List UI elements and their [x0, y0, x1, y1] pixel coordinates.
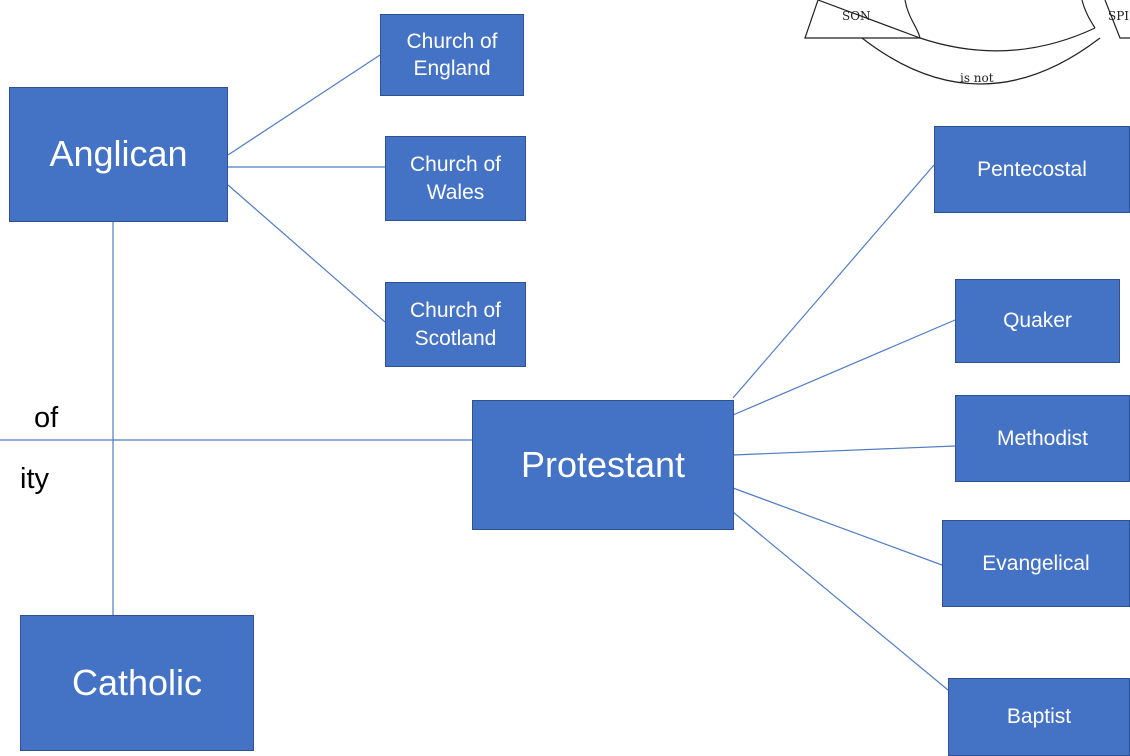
left-fragment-line2: ity [20, 463, 49, 495]
connector-anglican-scotland [227, 184, 386, 323]
connector-protestant-methodist [732, 445, 956, 456]
catholic-label: Catholic [71, 661, 203, 703]
church-of-wales-box[interactable]: Church of Wales [385, 136, 526, 221]
church-of-scotland-line1: Church of [409, 299, 502, 323]
anglican-label: Anglican [49, 133, 188, 175]
evangelical-label: Evangelical [982, 551, 1090, 575]
connector-protestant-evangelical [732, 487, 943, 566]
baptist-label: Baptist [1006, 705, 1072, 729]
church-of-england-line2: England [413, 57, 491, 80]
trinity-son-label: SON [842, 9, 871, 23]
methodist-label: Methodist [996, 426, 1089, 450]
baptist-box[interactable]: Baptist [948, 678, 1130, 756]
evangelical-box[interactable]: Evangelical [942, 520, 1130, 607]
trinity-spirit-label: SPI [1108, 9, 1129, 23]
church-of-england-box[interactable]: Church of England [380, 14, 524, 96]
church-of-wales-line1: Church of [409, 153, 502, 177]
quaker-box[interactable]: Quaker [955, 279, 1120, 363]
protestant-label: Protestant [520, 443, 686, 485]
protestant-box[interactable]: Protestant [472, 400, 734, 530]
church-of-scotland-line2: Scotland [414, 326, 497, 350]
anglican-box[interactable]: Anglican [9, 87, 228, 222]
church-of-wales-line2: Wales [426, 180, 485, 204]
pentecostal-label: Pentecostal [977, 157, 1087, 181]
trinity-is-not-label: is not [960, 71, 994, 85]
pentecostal-box[interactable]: Pentecostal [934, 126, 1130, 213]
connector-protestant-pentecostal [732, 164, 935, 399]
methodist-box[interactable]: Methodist [955, 395, 1130, 482]
trinity-shield-diagram: SON SPI is not [804, 0, 1130, 85]
church-of-england-line1: Church of [406, 29, 498, 53]
connector-protestant-quaker [732, 319, 956, 416]
connector-anglican-england [227, 54, 381, 156]
catholic-box[interactable]: Catholic [20, 615, 254, 751]
church-of-scotland-box[interactable]: Church of Scotland [385, 282, 526, 367]
quaker-label: Quaker [1003, 309, 1072, 333]
left-fragment-line1: of [34, 402, 59, 434]
connector-protestant-baptist [732, 511, 949, 691]
